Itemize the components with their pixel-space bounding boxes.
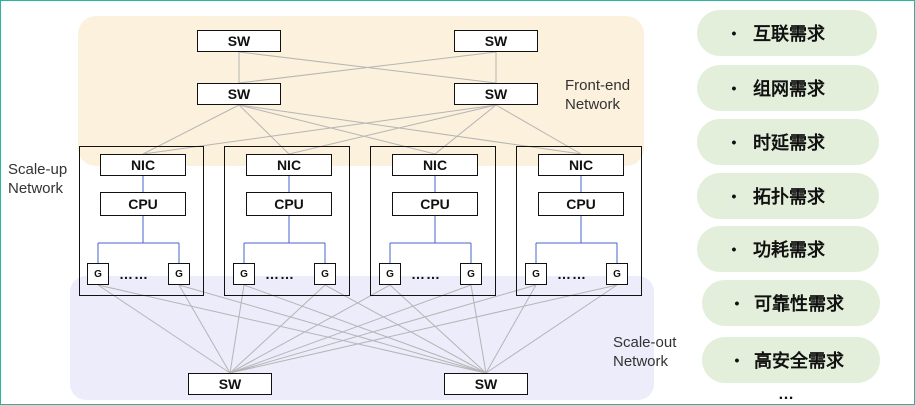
scale-out-switch-right: SW bbox=[444, 373, 528, 395]
requirement-latency: • 时延需求 bbox=[697, 119, 879, 165]
gpu-1-right: G bbox=[168, 263, 190, 285]
front-end-network-region bbox=[78, 16, 644, 166]
gpu-4-right: G bbox=[606, 263, 628, 285]
requirement-reliability: • 可靠性需求 bbox=[702, 280, 880, 326]
gpu-4-left: G bbox=[525, 263, 547, 285]
requirement-security: • 高安全需求 bbox=[702, 337, 880, 383]
scale-out-network-label: Scale-out Network bbox=[613, 334, 677, 370]
requirement-networking: • 组网需求 bbox=[697, 65, 879, 111]
scale-up-network-label: Scale-up Network bbox=[8, 161, 68, 197]
front-mid-switch-left: SW bbox=[197, 83, 281, 105]
cpu-1: CPU bbox=[100, 192, 186, 216]
nic-4: NIC bbox=[538, 154, 624, 176]
gpu-2-right: G bbox=[314, 263, 336, 285]
requirement-topology: • 拓扑需求 bbox=[697, 173, 879, 219]
bullet-icon: • bbox=[734, 352, 740, 368]
gpu-1-left: G bbox=[87, 263, 109, 285]
gpu-ellipsis-2: …… bbox=[265, 266, 295, 282]
front-top-switch-left: SW bbox=[197, 30, 281, 52]
cpu-3: CPU bbox=[392, 192, 478, 216]
more-ellipsis: … bbox=[778, 386, 794, 403]
server-node-4 bbox=[516, 146, 642, 296]
nic-2: NIC bbox=[246, 154, 332, 176]
gpu-3-right: G bbox=[460, 263, 482, 285]
bullet-icon: • bbox=[731, 80, 737, 96]
cpu-2: CPU bbox=[246, 192, 332, 216]
nic-3: NIC bbox=[392, 154, 478, 176]
bullet-icon: • bbox=[731, 188, 737, 204]
requirement-power: • 功耗需求 bbox=[697, 226, 879, 272]
server-node-2 bbox=[224, 146, 350, 296]
nic-1: NIC bbox=[100, 154, 186, 176]
gpu-ellipsis-1: …… bbox=[119, 266, 149, 282]
bullet-icon: • bbox=[731, 25, 737, 41]
server-node-1 bbox=[79, 146, 204, 296]
gpu-ellipsis-4: …… bbox=[557, 266, 587, 282]
requirement-interconnect: • 互联需求 bbox=[697, 10, 877, 56]
bullet-icon: • bbox=[731, 241, 737, 257]
server-node-3 bbox=[370, 146, 496, 296]
front-mid-switch-right: SW bbox=[454, 83, 538, 105]
bullet-icon: • bbox=[734, 295, 740, 311]
scale-out-switch-left: SW bbox=[188, 373, 272, 395]
gpu-ellipsis-3: …… bbox=[411, 266, 441, 282]
front-end-network-label: Front-end Network bbox=[565, 77, 631, 113]
cpu-4: CPU bbox=[538, 192, 624, 216]
gpu-2-left: G bbox=[233, 263, 255, 285]
gpu-3-left: G bbox=[379, 263, 401, 285]
front-top-switch-right: SW bbox=[454, 30, 538, 52]
bullet-icon: • bbox=[731, 134, 737, 150]
